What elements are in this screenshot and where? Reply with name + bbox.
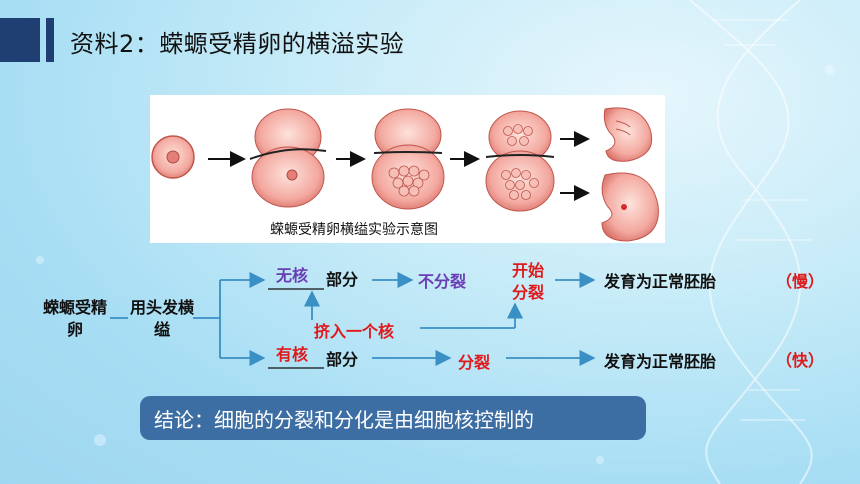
upper-part-suffix: 部分 xyxy=(326,270,359,289)
title-accent-stripe xyxy=(46,18,54,62)
conclusion-text: 结论：细胞的分裂和分化是由细胞核控制的 xyxy=(154,408,534,432)
lower-result: 分裂 xyxy=(458,353,491,372)
page-title: 资料2：蝾螈受精卵的横溢实验 xyxy=(70,30,405,58)
upper-part-highlight: 无核 xyxy=(276,266,309,285)
title-accent-block xyxy=(0,18,40,62)
upper-result: 不分裂 xyxy=(418,272,467,291)
inject-nucleus-label: 挤入一个核 xyxy=(314,322,395,341)
lower-part-suffix: 部分 xyxy=(326,350,359,369)
upper-speed: （慢） xyxy=(776,272,825,291)
egg-stage-3 xyxy=(371,108,445,210)
lower-speed: （快） xyxy=(776,351,825,370)
experiment-illustration xyxy=(151,107,659,242)
conclusion-box: 结论：细胞的分裂和分化是由细胞核控制的 xyxy=(140,396,646,440)
upper-outcome: 发育为正常胚胎 xyxy=(604,272,717,291)
lower-part-highlight: 有核 xyxy=(276,345,309,364)
embryo-upper xyxy=(603,107,653,162)
upper-later-result: 开始分裂 xyxy=(511,261,544,302)
lower-outcome: 发育为正常胚胎 xyxy=(604,352,717,371)
egg-stage-1 xyxy=(151,135,195,179)
experiment-figure: 蝾螈受精卵横缢实验示意图 xyxy=(150,95,665,243)
title-bar xyxy=(0,18,500,62)
method-label: 用头发横缢 xyxy=(130,298,195,339)
embryo-lower xyxy=(601,172,659,242)
subject-label: 蝾螈受精卵 xyxy=(42,298,107,339)
figure-caption: 蝾螈受精卵横缢实验示意图 xyxy=(270,222,438,238)
egg-stage-4 xyxy=(485,110,555,212)
egg-stage-2 xyxy=(249,108,327,208)
